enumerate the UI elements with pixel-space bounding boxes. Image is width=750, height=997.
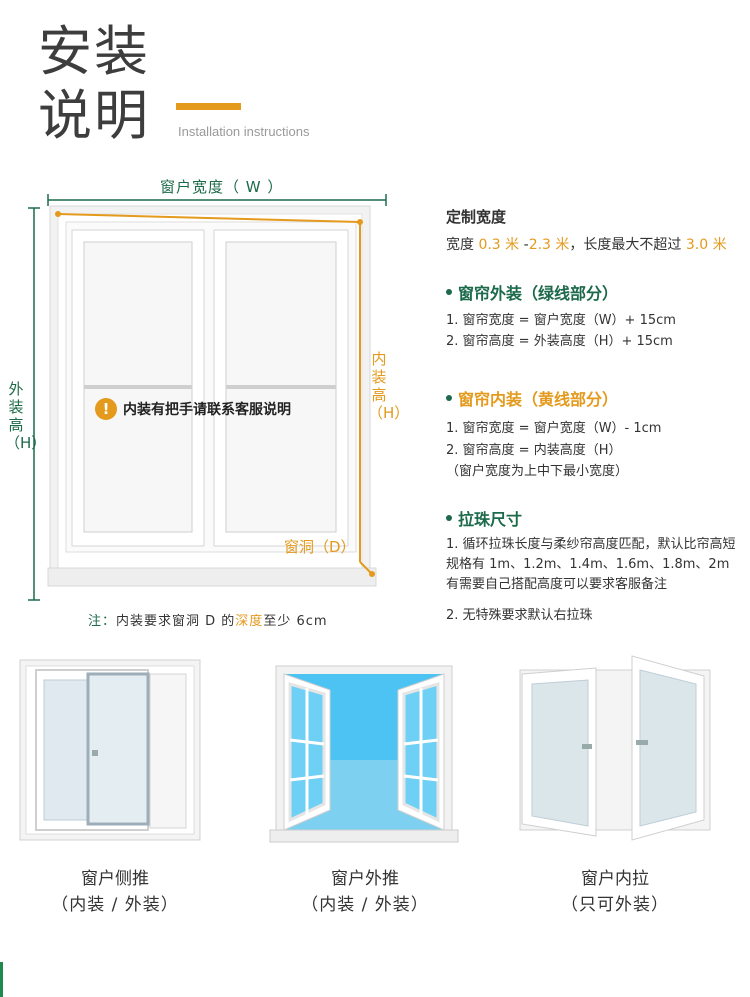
bullet-icon [446, 515, 452, 521]
outer-install-line: 1. 窗帘宽度 = 窗户宽度（W）+ 15cm [446, 313, 676, 328]
window-type-name: 窗户内拉 [581, 869, 649, 889]
inner-install-heading: 窗帘内装（黄线部分） [446, 386, 618, 410]
page-title-line2: 说明 [38, 84, 150, 147]
depth-label: 窗洞（D） [284, 538, 356, 556]
window-type-install: （内装 / 外装） [51, 895, 179, 915]
window-width-label: 窗户宽度（ W ） [160, 178, 284, 196]
handle-notice-text: 内装有把手请联系客服说明 [123, 402, 291, 418]
inner-install-line: 2. 窗帘高度 = 内装高度（H） [446, 443, 622, 458]
window-type-install: （只可外装） [561, 895, 669, 915]
custom-width-title: 定制宽度 [446, 208, 507, 226]
inner-height-label: 内装高（H） [368, 350, 410, 422]
window-type-name: 窗户外推 [331, 869, 399, 889]
window-type-name: 窗户侧推 [81, 869, 149, 889]
window-type-inward: 窗户内拉 （只可外装） [500, 640, 730, 940]
bead-size-heading: 拉珠尺寸 [446, 506, 522, 530]
outer-install-heading: 窗帘外装（绿线部分） [446, 280, 618, 304]
custom-width-row: 宽度 0.3 米 -2.3 米，长度最大不超过 3.0 米 [446, 237, 727, 253]
bead-size-line: 1. 循环拉珠长度与柔纱帘高度匹配，默认比帘高短 [446, 537, 736, 552]
inner-install-line: 1. 窗帘宽度 = 窗户宽度（W）- 1cm [446, 421, 662, 436]
window-measurement-illustration [28, 194, 387, 601]
sliding-window-icon [19, 659, 201, 841]
page-title-line1: 安装 [38, 20, 150, 83]
page-subtitle: Installation instructions [178, 124, 310, 139]
inner-install-line: （窗户宽度为上中下最小宽度） [446, 464, 629, 479]
warning-icon: ! [95, 398, 117, 420]
bullet-icon [446, 289, 452, 295]
bead-size-line: 规格有 1m、1.2m、1.4m、1.6m、1.8m、2m [446, 557, 730, 572]
side-accent-bar [0, 962, 3, 997]
window-type-outward: 窗户外推 （内装 / 外装） [250, 640, 480, 940]
inward-window-icon [519, 655, 711, 841]
measurement-diagram: 窗户宽度（ W ） 外装高（H） 内装高（H） 窗洞（D） ! 内装有把手请联系… [0, 170, 420, 640]
depth-note: 注：内装要求窗洞 D 的深度至少 6cm [88, 610, 328, 629]
note-text-1: 内装要求窗洞 D 的 [116, 614, 236, 629]
title-accent-bar [176, 103, 241, 110]
bead-size-line: 有需要自己搭配高度可以要求客服备注 [446, 577, 668, 592]
window-type-sliding: 窗户侧推 （内装 / 外装） [0, 640, 230, 940]
bullet-icon [446, 395, 452, 401]
note-highlight: 深度 [235, 614, 264, 629]
bead-size-line: 2. 无特殊要求默认右拉珠 [446, 608, 593, 623]
window-type-install: （内装 / 外装） [301, 895, 429, 915]
outer-install-line: 2. 窗帘高度 = 外装高度（H）+ 15cm [446, 334, 673, 349]
note-prefix: 注： [88, 614, 117, 629]
handle-notice: ! 内装有把手请联系客服说明 [95, 398, 291, 420]
outward-window-icon [269, 665, 459, 843]
outer-height-label: 外装高（H） [5, 380, 47, 452]
note-text-2: 至少 6cm [263, 614, 328, 629]
